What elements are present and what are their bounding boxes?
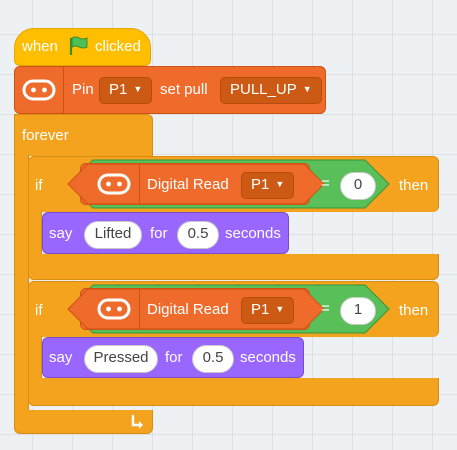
for-label: for: [165, 349, 183, 366]
set-pull-label: set pull: [160, 81, 208, 98]
forever-left-arm: [14, 155, 29, 411]
forever-label: forever: [22, 127, 69, 144]
digital-read-label: Digital Read: [147, 301, 229, 318]
if-block-2-arm: [28, 336, 42, 379]
compare-value-input-1[interactable]: 0: [340, 172, 376, 200]
digital-read-label: Digital Read: [147, 176, 229, 193]
pin-value: P1: [251, 301, 270, 318]
digital-read-pin-dropdown[interactable]: P1 ▼: [241, 297, 295, 324]
if-label: if: [35, 177, 43, 194]
equals-sign: =: [321, 175, 330, 192]
seconds-label: seconds: [240, 349, 296, 366]
dropdown-arrow-icon: ▼: [302, 84, 312, 94]
pin-value: P1: [251, 176, 270, 193]
say-for-seconds-block-1[interactable]: say Lifted for 0.5 seconds: [42, 212, 289, 254]
microbit-icon: [97, 173, 131, 195]
forever-bottom-bar: [14, 410, 153, 434]
say-label: say: [49, 225, 73, 242]
then-label: then: [399, 177, 429, 194]
if-block-1-bottom: [28, 254, 439, 280]
green-flag-icon: [68, 36, 90, 56]
dropdown-arrow-icon: ▼: [275, 304, 285, 314]
say-label: say: [49, 349, 73, 366]
digital-read-block-2[interactable]: Digital Read P1 ▼: [67, 288, 325, 330]
say-duration-input[interactable]: 0.5: [192, 345, 234, 373]
pin-label: Pin: [72, 81, 94, 98]
say-duration-input[interactable]: 0.5: [177, 221, 219, 249]
then-label: then: [399, 302, 429, 319]
say-for-seconds-block-2[interactable]: say Pressed for 0.5 seconds: [42, 337, 304, 378]
compare-value-input-2[interactable]: 1: [340, 297, 376, 325]
clicked-label: clicked: [95, 38, 141, 55]
seconds-label: seconds: [225, 225, 281, 242]
when-flag-clicked-block[interactable]: when clicked: [14, 28, 151, 66]
pull-value: PULL_UP: [230, 81, 297, 98]
board-icon-box: [85, 289, 140, 329]
for-label: for: [150, 225, 168, 242]
digital-read-pin-dropdown[interactable]: P1 ▼: [241, 172, 295, 199]
forever-top-bar[interactable]: forever: [14, 114, 153, 156]
say-message-input[interactable]: Pressed: [84, 345, 158, 373]
board-icon-box: [15, 67, 64, 113]
if-block-2-bottom: [28, 378, 439, 406]
digital-read-block-1[interactable]: Digital Read P1 ▼: [67, 163, 325, 205]
when-label: when: [22, 38, 58, 55]
pin-set-pull-block[interactable]: Pin P1 ▼ set pull PULL_UP ▼: [14, 66, 326, 114]
if-block-1-arm: [28, 211, 42, 255]
pin-value: P1: [109, 81, 128, 98]
dropdown-arrow-icon: ▼: [275, 179, 285, 189]
microbit-icon: [97, 298, 131, 320]
loop-arrow-icon: [128, 412, 146, 430]
pull-dropdown[interactable]: PULL_UP ▼: [220, 77, 322, 104]
microbit-icon: [22, 79, 56, 101]
pin-dropdown[interactable]: P1 ▼: [99, 77, 153, 104]
dropdown-arrow-icon: ▼: [133, 84, 143, 94]
if-label: if: [35, 302, 43, 319]
equals-sign: =: [321, 300, 330, 317]
board-icon-box: [85, 164, 140, 204]
say-message-input[interactable]: Lifted: [84, 221, 142, 249]
